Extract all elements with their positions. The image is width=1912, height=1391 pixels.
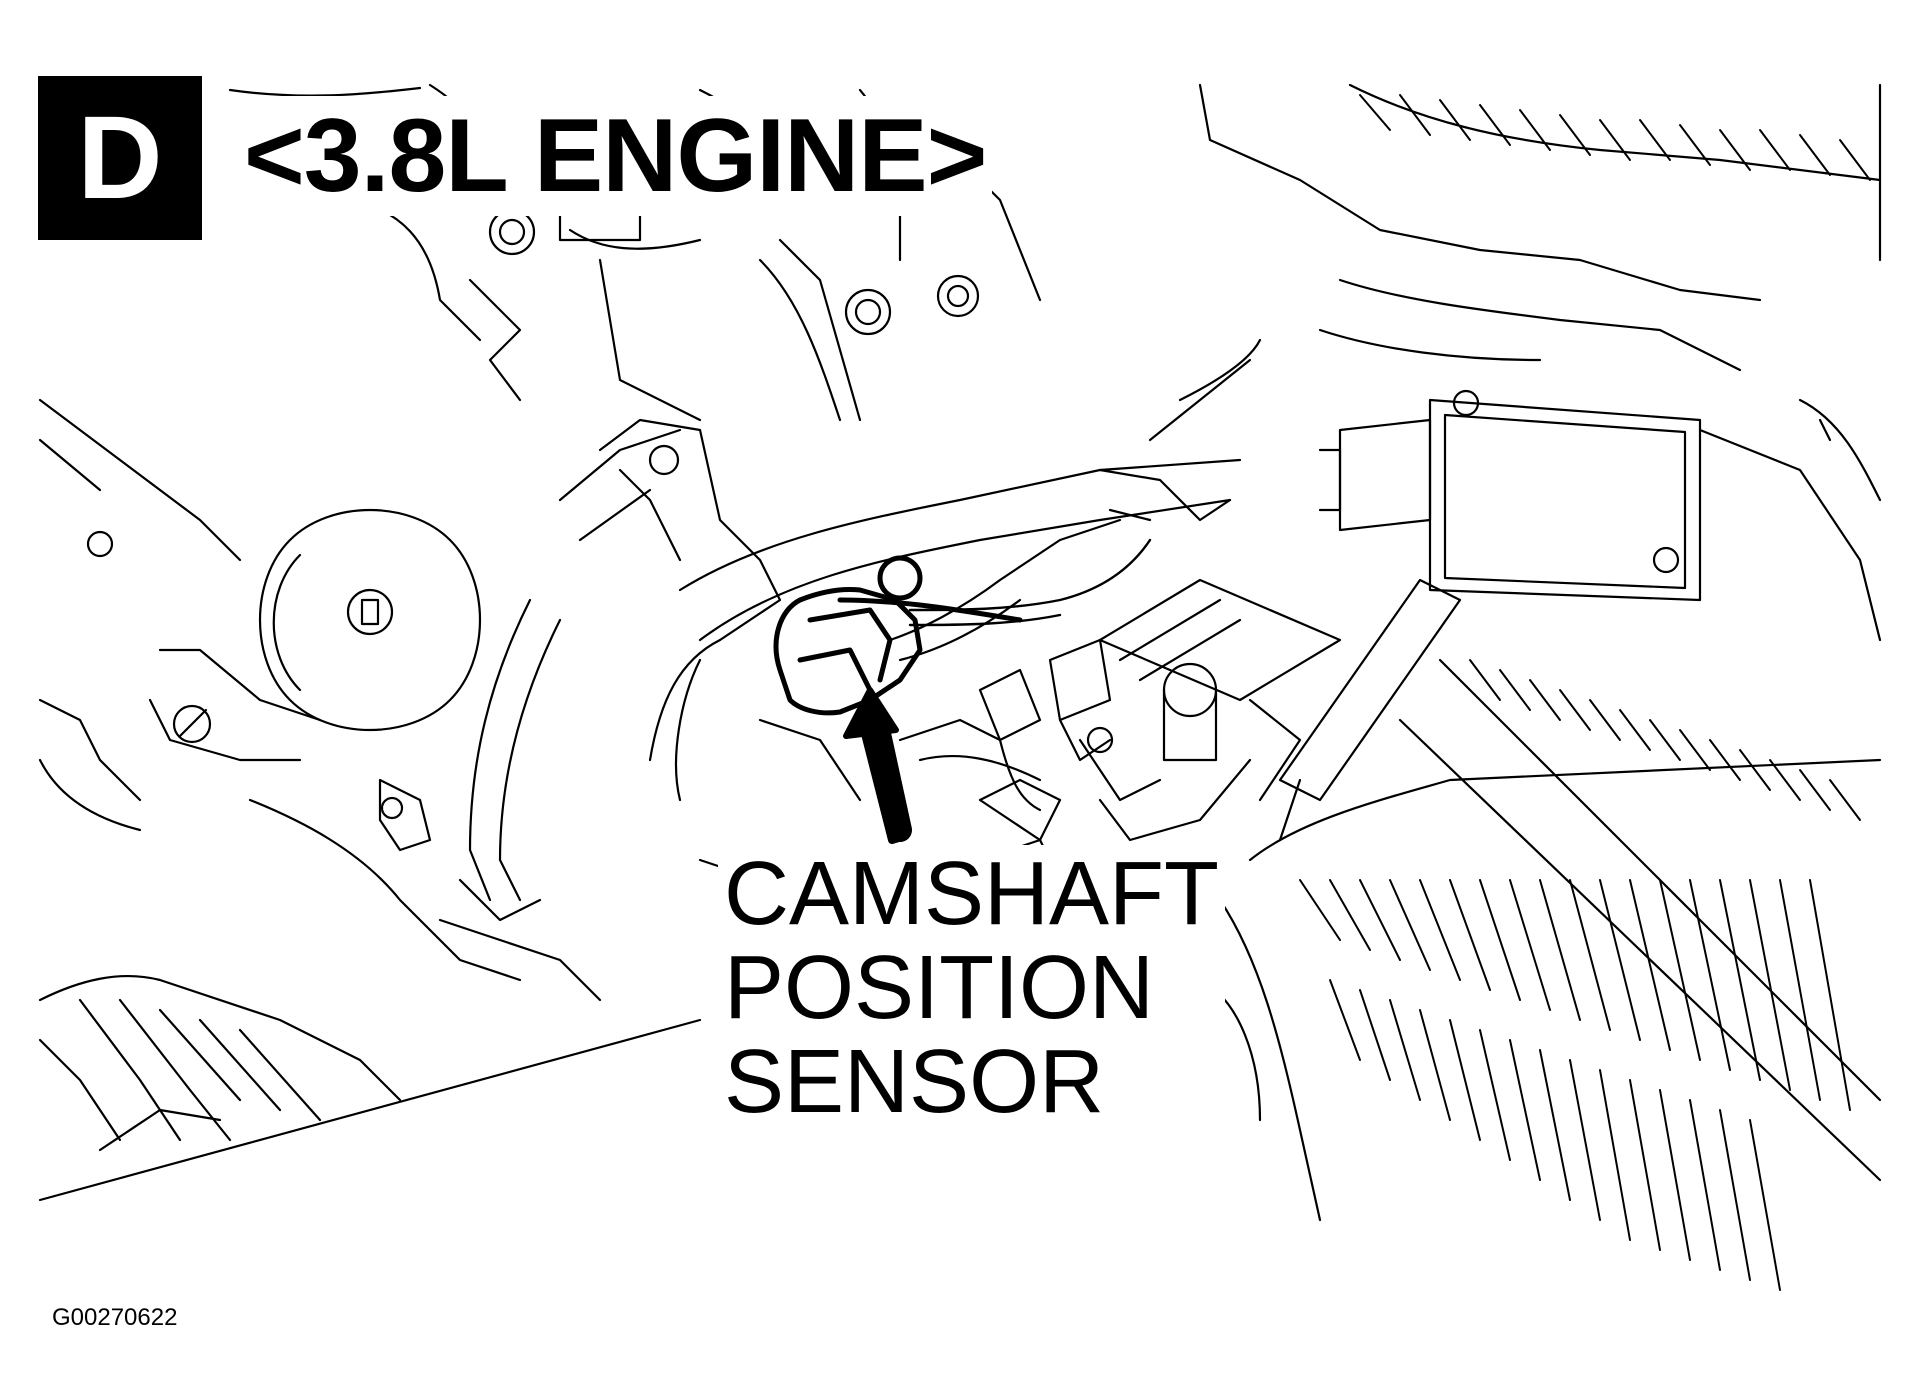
callout-arrow <box>843 687 912 844</box>
callout-line-3: SENSOR <box>724 1032 1105 1132</box>
fuel-injectors <box>978 578 1342 842</box>
engine-title: <3.8L ENGINE> <box>238 96 993 216</box>
section-letter-badge: D <box>38 76 202 240</box>
air-cleaner-box <box>1198 83 1882 642</box>
figure-id: G00270622 <box>52 1304 178 1331</box>
callout-line-1: CAMSHAFT <box>724 844 1219 944</box>
component-callout-label: CAMSHAFT POSITION SENSOR <box>718 845 1225 1131</box>
coolant-pipe <box>558 338 1262 642</box>
oil-filler-cap <box>38 398 482 832</box>
camshaft-position-sensor-drawing <box>773 555 1023 716</box>
intake-manifold-fins <box>1218 578 1882 1291</box>
lower-engine-area <box>38 778 702 1202</box>
section-letter: D <box>77 92 163 224</box>
mounting-bracket <box>458 418 782 922</box>
callout-line-2: POSITION <box>724 938 1155 1038</box>
camshaft-position-sensor-harness <box>908 538 1152 627</box>
